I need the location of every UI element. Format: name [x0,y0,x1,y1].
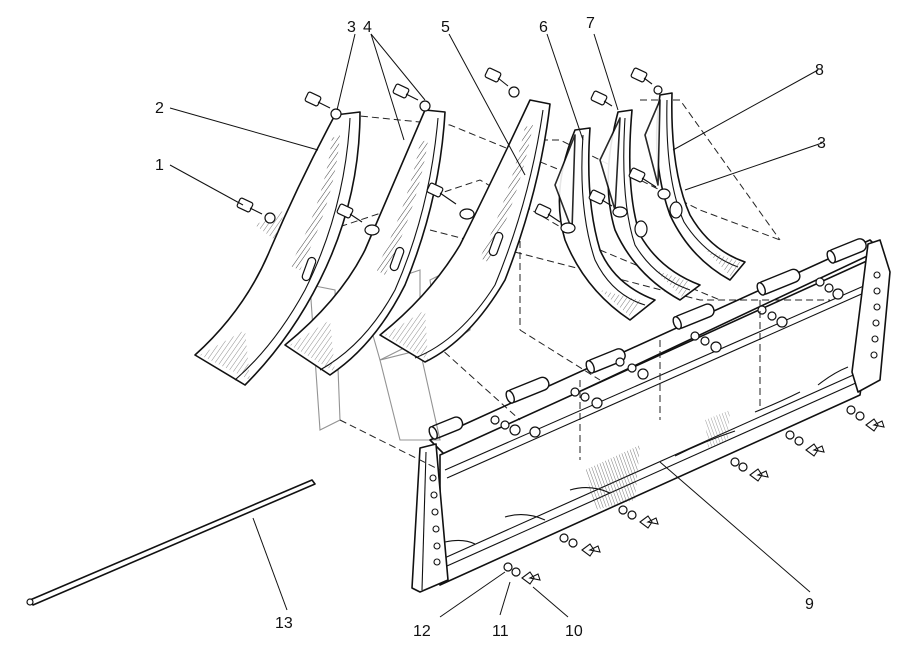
bolts [236,67,683,238]
label-8: 8 [815,62,824,79]
label-7: 7 [586,15,595,32]
label-10: 10 [565,623,583,640]
label-2: 2 [155,100,164,117]
tooth-part-7 [599,109,701,301]
label-13: 13 [275,615,293,632]
label-5: 5 [441,19,450,36]
label-9: 9 [805,596,814,613]
wing-nuts-row [503,405,885,585]
label-4: 4 [363,19,372,36]
leader-lines [169,33,823,618]
tooth-part-6 [554,127,656,321]
label-6: 6 [539,19,548,36]
right-end-plate [851,239,891,393]
hinge-rolls [428,238,867,440]
label-11: 11 [492,623,509,640]
label-12: 12 [413,623,431,640]
beam-fasteners [490,277,844,438]
tooth-part-8 [644,92,746,281]
tooth-part-4 [284,109,446,376]
rod-part-13 [26,479,316,606]
label-3-top: 3 [347,19,356,36]
tooth-part-5 [379,99,551,363]
label-1: 1 [155,157,164,174]
left-end-plate [411,443,449,593]
label-3-right: 3 [817,135,826,152]
